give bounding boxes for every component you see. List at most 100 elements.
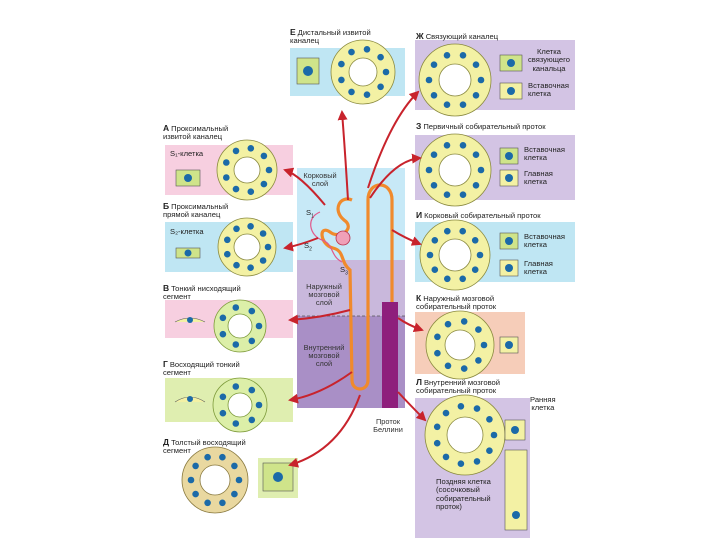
tubule-z-nucleus	[472, 182, 480, 189]
tubule-b-nucleus	[247, 223, 254, 230]
tubule-b-nucleus	[264, 243, 272, 251]
tubule-z-nucleus	[443, 142, 451, 149]
arrow-to-a	[283, 167, 326, 206]
tubule-z-nucleus	[443, 191, 451, 198]
arrow-to-z	[369, 153, 422, 199]
tubule-l-nucleus	[473, 405, 481, 412]
tubule-i-nucleus	[471, 266, 479, 274]
tubule-a-nucleus	[247, 145, 255, 152]
tubule-l-nucleus	[457, 403, 465, 410]
tubule-e-nucleus	[382, 68, 390, 76]
tubule-d-nucleus	[204, 499, 211, 507]
tubule-b-nucleus	[259, 257, 267, 264]
tubule-l-nucleus	[457, 460, 465, 468]
tubule-d-nucleus	[235, 476, 243, 484]
cortex-label: Корковый слой	[303, 171, 337, 189]
cell-distal-illustration	[296, 57, 320, 85]
panel-z-cell1: Вставочная клетка	[524, 145, 565, 163]
tubule-zh-nucleus	[430, 92, 438, 99]
panel-b-cell: S₂-клетка	[170, 227, 204, 236]
tubule-i-nucleus	[471, 237, 479, 244]
tubule-i-nucleus	[459, 275, 467, 283]
nephron-tubule	[320, 183, 394, 408]
tubule-g-nucleus	[248, 386, 256, 394]
cell-primary-collecting-illustration	[499, 147, 519, 187]
panel-l-cell1: Ранняя клетка	[530, 395, 556, 413]
tubule-e-nucleus	[348, 48, 355, 56]
tubule-d-nucleus	[219, 453, 226, 461]
inner-medulla-label: Внутренний мозговой слой	[303, 343, 345, 369]
tubule-k-nucleus	[444, 320, 452, 328]
tubule-i-nucleus	[426, 251, 434, 259]
cortex-zone	[297, 168, 405, 260]
tubule-k-nucleus	[460, 365, 468, 372]
tubule-d-nucleus	[187, 476, 195, 484]
tubule-v-nucleus	[248, 307, 256, 315]
tubule-z-nucleus	[459, 142, 467, 149]
panel-l-cell2: Поздняя клетка (сосочковый собирательный…	[436, 477, 491, 512]
tubule-zh-nucleus	[472, 61, 480, 68]
tubule-i-nucleus	[476, 251, 484, 259]
panel-zh-cell1: Клетка связующего канальца	[528, 47, 570, 73]
tubule-a-nucleus	[247, 188, 255, 195]
tubule-v-nucleus	[232, 341, 240, 348]
tubule-d-nucleus	[204, 453, 211, 461]
tubule-v-nucleus	[219, 314, 227, 322]
tubule-k-nucleus	[434, 333, 441, 341]
tubule-zh-nucleus	[459, 101, 467, 108]
tubule-a-nucleus	[223, 174, 230, 181]
tubule-e-nucleus	[338, 60, 345, 68]
tubule-e-nucleus	[348, 88, 355, 96]
tubule-i-nucleus	[459, 227, 467, 235]
tubule-i-nucleus	[431, 237, 439, 244]
tubule-d-nucleus	[192, 462, 199, 470]
tubule-l-nucleus	[442, 453, 450, 461]
proximal-tubule	[310, 211, 343, 263]
tubule-a-nucleus	[265, 166, 273, 174]
tubule-zh-nucleus	[472, 92, 480, 99]
tubule-l-nucleus	[473, 458, 481, 465]
tubule-g-nucleus	[248, 416, 256, 424]
tubule-zh-nucleus	[459, 52, 467, 59]
tubule-zh-nucleus	[430, 61, 438, 68]
tubule-d-nucleus	[231, 462, 238, 470]
glomerulus	[335, 230, 351, 246]
tubule-b-nucleus	[233, 261, 240, 269]
tubule-g-nucleus	[219, 409, 227, 417]
cell-inner-medullary-collecting-illustration	[504, 419, 528, 531]
s1-label: S1	[306, 208, 314, 220]
tubule-v-nucleus	[255, 322, 263, 330]
cell-thin-descending-illustration	[174, 317, 206, 323]
cell-connecting-illustration	[499, 54, 523, 100]
arrow-to-g	[288, 371, 353, 404]
tubule-zh-nucleus	[425, 76, 433, 84]
tubule-d-nucleus	[219, 499, 226, 507]
arrow-to-v	[288, 309, 351, 325]
tubule-e-nucleus	[377, 53, 384, 61]
tubule-z-nucleus	[472, 151, 480, 158]
s2-label: S2	[304, 241, 312, 253]
tubule-v-nucleus	[219, 330, 227, 338]
tubule-a-nucleus	[223, 159, 230, 166]
tubule-d-nucleus	[192, 490, 199, 498]
tubule-d-cross-section	[181, 446, 249, 514]
tubule-g-nucleus	[219, 393, 227, 401]
arrow-to-k	[397, 317, 424, 333]
tubule-b-nucleus	[233, 225, 240, 233]
arrow-to-b	[283, 237, 319, 252]
arrow-to-i	[391, 229, 422, 246]
cell-thin-ascending-illustration	[174, 396, 206, 403]
tubule-l-nucleus	[433, 423, 441, 431]
tubule-i-cross-section	[419, 219, 491, 291]
tubule-e-nucleus	[377, 83, 384, 91]
tubule-zh-nucleus	[443, 101, 451, 108]
tubule-k-nucleus	[475, 326, 482, 333]
